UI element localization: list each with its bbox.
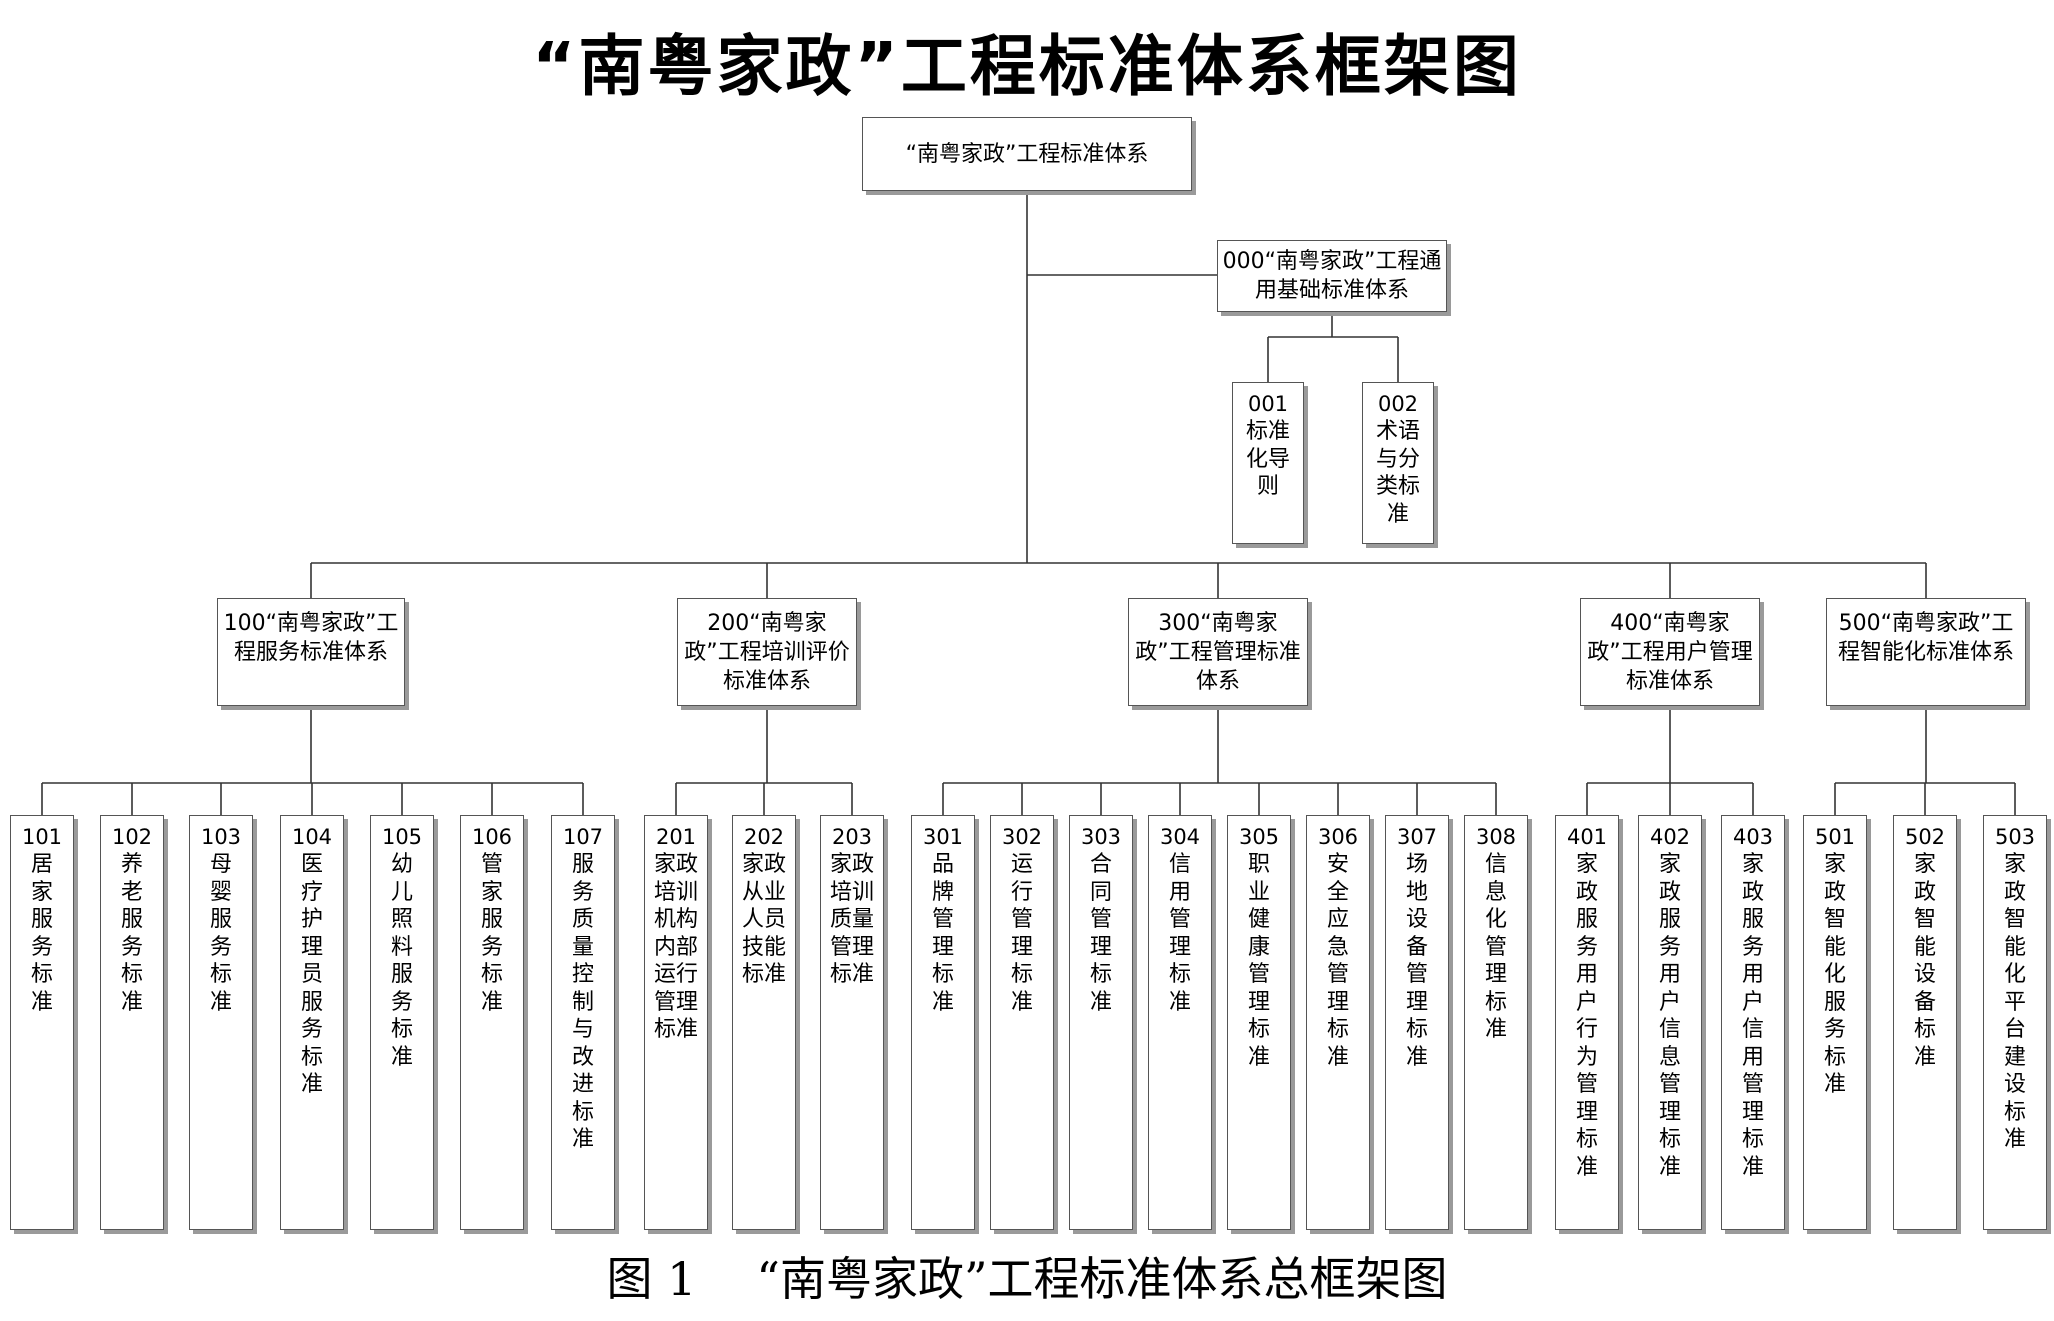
- standard-304: 304 信用管理标准: [1148, 815, 1212, 1230]
- standard-306: 306 安全应急管理标准: [1306, 815, 1370, 1230]
- standard-name: 幼儿照料服务标准: [390, 852, 413, 1070]
- standard-code: 203: [831, 825, 873, 849]
- standard-name: 家政培训机构内部运行管理标准: [653, 852, 698, 1042]
- standard-code: 202: [743, 825, 785, 849]
- group-node-500-label: 500“南粤家政”工程智能化标准体系: [1837, 611, 2014, 665]
- standard-201: 201 家政培训机构内部运行管理标准: [644, 815, 708, 1230]
- standard-code: 101: [21, 825, 63, 849]
- standard-105: 105 幼儿照料服务标准: [370, 815, 434, 1230]
- group-node-100-label: 100“南粤家政”工程服务标准体系: [223, 611, 399, 665]
- standard-name: 标准化导则: [1245, 419, 1290, 499]
- standard-code: 201: [655, 825, 697, 849]
- standard-code: 308: [1475, 825, 1517, 849]
- standard-307: 307 场地设备管理标准: [1385, 815, 1449, 1230]
- standard-102: 102 养老服务标准: [100, 815, 164, 1230]
- standard-name: 家政培训质量管理标准: [829, 852, 874, 987]
- standard-name: 家政从业人员技能标准: [741, 852, 786, 987]
- figure-caption: 图 1 “南粤家政”工程标准体系总框架图: [0, 1244, 2054, 1314]
- standard-name: 术语与分类标准: [1375, 419, 1420, 527]
- base-standard-001: 001 标准化导则: [1232, 382, 1304, 544]
- standard-name: 信用管理标准: [1168, 852, 1191, 1015]
- standard-104: 104 医疗护理员服务标准: [280, 815, 344, 1230]
- figure-number: 图 1: [606, 1252, 697, 1306]
- standard-name: 母婴服务标准: [209, 852, 232, 1015]
- group-node-400: 400“南粤家政”工程用户管理标准体系: [1580, 598, 1760, 706]
- standard-106: 106 管家服务标准: [460, 815, 524, 1230]
- standard-code: 104: [291, 825, 333, 849]
- standard-name: 居家服务标准: [30, 852, 53, 1015]
- base-node-label: 000“南粤家政”工程通用基础标准体系: [1222, 249, 1442, 303]
- standard-name: 管家服务标准: [480, 852, 503, 1015]
- standard-401: 401 家政服务用户行为管理标准: [1555, 815, 1619, 1230]
- standard-305: 305 职业健康管理标准: [1227, 815, 1291, 1230]
- group-node-200-label: 200“南粤家政”工程培训评价标准体系: [684, 611, 850, 694]
- standard-code: 307: [1396, 825, 1438, 849]
- root-node: “南粤家政”工程标准体系: [862, 117, 1192, 191]
- standard-name: 家政智能化平台建设标准: [2003, 852, 2026, 1152]
- standard-301: 301 品牌管理标准: [911, 815, 975, 1230]
- standard-code: 301: [922, 825, 964, 849]
- group-node-300-label: 300“南粤家政”工程管理标准体系: [1135, 611, 1301, 694]
- standard-code: 001: [1247, 392, 1289, 416]
- standard-308: 308 信息化管理标准: [1464, 815, 1528, 1230]
- standard-name: 信息化管理标准: [1484, 852, 1507, 1042]
- standard-103: 103 母婴服务标准: [189, 815, 253, 1230]
- standard-name: 养老服务标准: [120, 852, 143, 1015]
- base-standard-002: 002 术语与分类标准: [1362, 382, 1434, 544]
- standard-code: 402: [1649, 825, 1691, 849]
- standard-code: 502: [1904, 825, 1946, 849]
- standard-code: 306: [1317, 825, 1359, 849]
- standard-code: 403: [1732, 825, 1774, 849]
- standard-name: 家政服务用户行为管理标准: [1575, 852, 1598, 1180]
- standard-202: 202 家政从业人员技能标准: [732, 815, 796, 1230]
- standard-302: 302 运行管理标准: [990, 815, 1054, 1230]
- standard-code: 501: [1814, 825, 1856, 849]
- standard-code: 002: [1377, 392, 1419, 416]
- standard-code: 103: [200, 825, 242, 849]
- standard-name: 品牌管理标准: [931, 852, 954, 1015]
- standard-code: 303: [1080, 825, 1122, 849]
- standard-code: 304: [1159, 825, 1201, 849]
- standard-503: 503 家政智能化平台建设标准: [1983, 815, 2047, 1230]
- standard-name: 职业健康管理标准: [1247, 852, 1270, 1070]
- standard-code: 105: [381, 825, 423, 849]
- standard-name: 运行管理标准: [1010, 852, 1033, 1015]
- standard-code: 107: [562, 825, 604, 849]
- standard-name: 家政智能化服务标准: [1823, 852, 1846, 1097]
- page-title: “南粤家政”工程标准体系框架图: [532, 28, 1522, 105]
- standard-303: 303 合同管理标准: [1069, 815, 1133, 1230]
- standard-name: 家政服务用户信息管理标准: [1658, 852, 1681, 1180]
- standard-name: 医疗护理员服务标准: [300, 852, 323, 1097]
- standard-code: 305: [1238, 825, 1280, 849]
- standard-name: 合同管理标准: [1089, 852, 1112, 1015]
- standard-402: 402 家政服务用户信息管理标准: [1638, 815, 1702, 1230]
- group-node-300: 300“南粤家政”工程管理标准体系: [1128, 598, 1308, 706]
- figure-caption-text: “南粤家政”工程标准体系总框架图: [756, 1252, 1448, 1306]
- group-node-500: 500“南粤家政”工程智能化标准体系: [1826, 598, 2026, 706]
- standard-code: 302: [1001, 825, 1043, 849]
- group-node-100: 100“南粤家政”工程服务标准体系: [217, 598, 405, 706]
- standard-name: 家政智能设备标准: [1913, 852, 1936, 1070]
- standard-107: 107 服务质量控制与改进标准: [551, 815, 615, 1230]
- root-node-label: “南粤家政”工程标准体系: [905, 142, 1149, 167]
- standard-code: 503: [1994, 825, 2036, 849]
- standard-code: 102: [111, 825, 153, 849]
- group-node-400-label: 400“南粤家政”工程用户管理标准体系: [1587, 611, 1753, 694]
- standard-code: 106: [471, 825, 513, 849]
- base-node: 000“南粤家政”工程通用基础标准体系: [1217, 240, 1447, 312]
- group-node-200: 200“南粤家政”工程培训评价标准体系: [677, 598, 857, 706]
- standard-502: 502 家政智能设备标准: [1893, 815, 1957, 1230]
- standard-name: 场地设备管理标准: [1405, 852, 1428, 1070]
- standard-name: 安全应急管理标准: [1326, 852, 1349, 1070]
- standard-name: 家政服务用户信用管理标准: [1741, 852, 1764, 1180]
- standard-101: 101 居家服务标准: [10, 815, 74, 1230]
- standard-501: 501 家政智能化服务标准: [1803, 815, 1867, 1230]
- standard-203: 203 家政培训质量管理标准: [820, 815, 884, 1230]
- standard-403: 403 家政服务用户信用管理标准: [1721, 815, 1785, 1230]
- standard-code: 401: [1566, 825, 1608, 849]
- standard-name: 服务质量控制与改进标准: [571, 852, 594, 1152]
